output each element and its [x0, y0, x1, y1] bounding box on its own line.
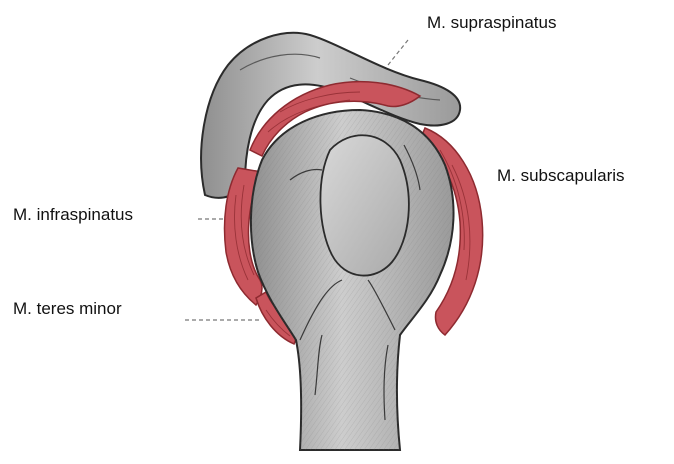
- label-supraspinatus: M. supraspinatus: [427, 13, 556, 33]
- label-infraspinatus: M. infraspinatus: [13, 205, 133, 225]
- glenoid-surface: [320, 135, 408, 275]
- label-teres-minor: M. teres minor: [13, 299, 122, 319]
- label-subscapularis: M. subscapularis: [497, 166, 625, 186]
- humerus-bone: [251, 110, 454, 450]
